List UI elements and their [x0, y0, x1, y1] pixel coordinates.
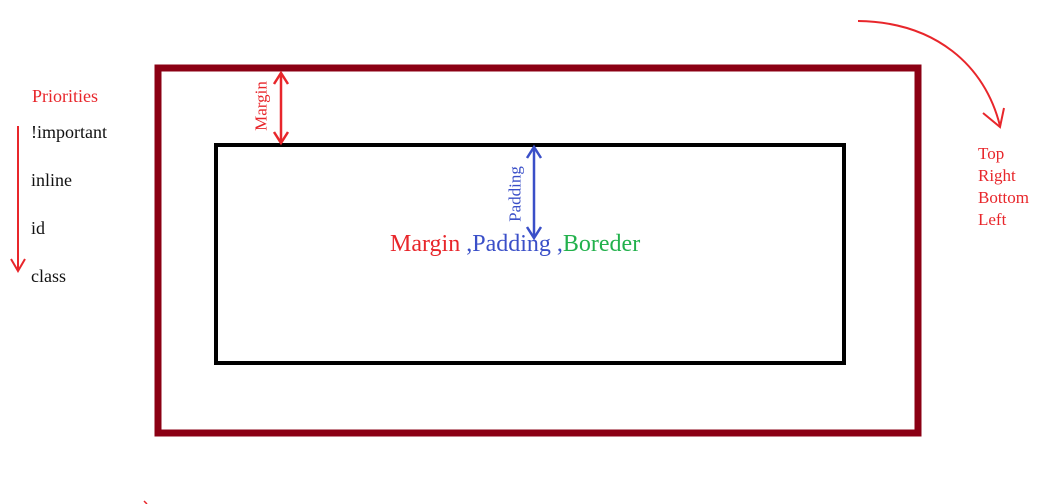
priority-item-id: id [31, 218, 46, 238]
priority-item-important: !important [31, 122, 107, 142]
order-item-right: Right [978, 166, 1016, 185]
priority-item-class: class [31, 266, 66, 286]
padding-arrow [525, 144, 543, 241]
order-item-left: Left [978, 210, 1007, 229]
priorities-title: Priorities [32, 86, 98, 106]
center-title-padding: Padding [472, 231, 551, 257]
priority-item-inline: inline [31, 170, 72, 190]
priority-down-arrow [10, 126, 26, 273]
inner-border-box [214, 143, 846, 365]
margin-arrow-label: Margin [251, 81, 271, 131]
center-title-separator: , [460, 231, 473, 257]
center-title-separator-2: , [550, 231, 563, 257]
center-title-margin: Margin [390, 231, 461, 257]
order-item-top: Top [978, 144, 1005, 163]
padding-arrow-label: Padding [505, 166, 525, 222]
center-title: Margin ,Padding ,Boreder [390, 232, 640, 256]
outer-margin-box [154, 64, 922, 437]
order-item-bottom: Bottom [978, 188, 1030, 207]
margin-arrow [272, 70, 290, 146]
clockwise-arrow [857, 20, 1005, 129]
center-title-border: Boreder [562, 231, 641, 257]
